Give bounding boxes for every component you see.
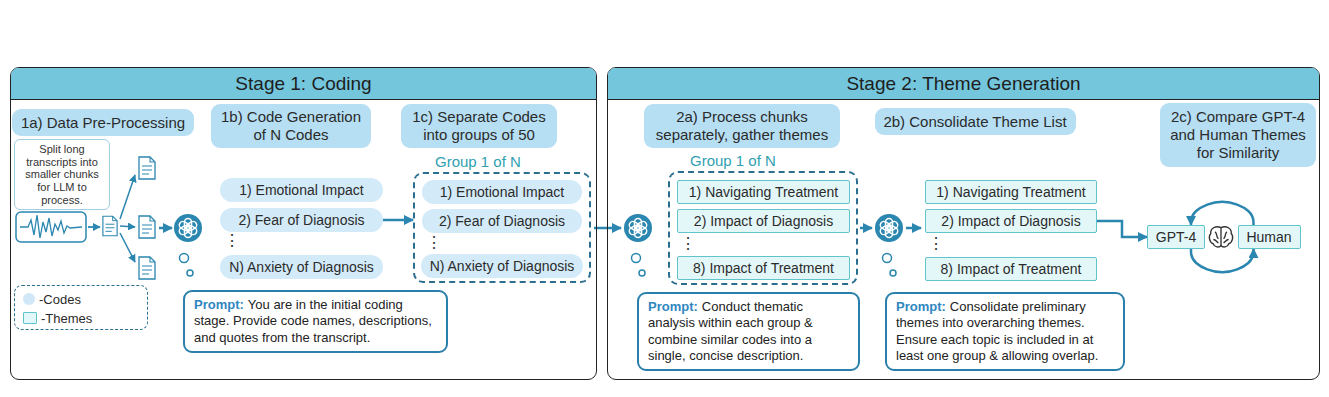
flow-arrow [1191,202,1254,225]
flow-arrow [88,226,100,228]
prompt-label: Prompt: [194,297,244,312]
code-pill: N) Anxiety of Diagnosis [421,254,583,278]
stage-panel: Stage 2: Theme Generation 2a) Process chu… [607,67,1320,380]
box-text: 1) Emotional Impact [440,184,565,200]
ellipsis-mark: ⋮ [224,233,240,249]
flow-arrow [383,219,413,222]
legend-swatch [23,293,35,305]
chunk-icon [139,257,155,279]
theme-box: 2) Impact of Diagnosis [677,209,850,233]
legend-text: -Codes [39,292,81,307]
step-label: 2c) Compare GPT-4 and Human Themes for S… [1160,103,1316,167]
thought-bubble [639,270,645,276]
split-arrow [120,226,135,227]
box-text: 1) Emotional Impact [239,182,364,198]
step-label: 1b) Code Generation of N Codes [211,104,371,148]
chunk-icon [139,216,155,238]
code-pill: 1) Emotional Impact [422,180,582,204]
transcript-icon [103,216,117,236]
stage-title: Stage 1: Coding [11,68,596,100]
box-text: 2c) Compare GPT-4 and Human Themes for S… [1168,108,1308,162]
box-text: N) Anxiety of Diagnosis [229,259,374,275]
theme-box: 1) Navigating Treatment [677,180,850,204]
theme-box: 2) Impact of Diagnosis [925,209,1097,233]
prompt-label: Prompt: [648,299,698,314]
theme-box: 8) Impact of Treatment [677,256,850,280]
stage-title: Stage 2: Theme Generation [608,68,1319,100]
box-text: 1) Navigating Treatment [689,184,838,200]
theme-box: 8) Impact of Treatment [925,257,1097,281]
prompt-box: Prompt:Consolidate preliminary themes in… [885,292,1125,371]
thought-bubble [632,254,641,263]
box-text: GPT-4 [1156,229,1196,245]
thought-bubble [187,270,193,276]
box-text: 8) Impact of Treatment [941,261,1082,277]
thought-bubble [180,254,189,263]
llm-logo [174,214,202,242]
thought-bubble [883,254,892,263]
audio-frame [16,212,86,242]
flow-arrow [860,227,872,230]
ellipsis-mark: ⋮ [928,236,944,252]
stage-panel: Stage 1: Coding 1a) Data Pre-Processing 1b… [10,67,597,380]
prompt-box: Prompt:Conduct thematic analysis within … [637,292,860,371]
box-text: 1b) Code Generation of N Codes [219,108,363,144]
box-text: N) Anxiety of Diagnosis [430,258,575,274]
legend-row: -Codes [23,291,81,307]
group-box: Group 1 of N1) Navigating Treatment2) Im… [668,171,858,285]
step-label: 1a) Data Pre-Processing [12,109,194,136]
box-text: 2) Fear of Diagnosis [439,213,565,229]
ellipsis-mark: ⋮ [426,235,442,251]
group-box: Group 1 of N1) Emotional Impact2) Fear o… [413,172,591,283]
legend-swatch [23,312,37,324]
legend-row: -Themes [23,310,92,326]
legend-box: -Codes -Themes [14,285,148,330]
brain-lobe [1221,227,1233,247]
brain-folds [1213,232,1228,243]
ellipsis-mark: ⋮ [680,236,696,252]
box-text: 2) Impact of Diagnosis [694,213,833,229]
prompt-box: Prompt:You are in the initial coding sta… [183,290,448,353]
theme-box: GPT-4 [1147,225,1205,249]
legend-text: -Themes [41,311,92,326]
brain-lobe [1209,227,1221,247]
step-label: 1c) Separate Codes into groups of 50 [401,104,557,148]
box-text: 2) Fear of Diagnosis [238,212,364,228]
box-text: 1a) Data Pre-Processing [21,114,185,132]
step-label: 2a) Process chunks separately, gather th… [644,104,840,148]
theme-box: Human [1238,225,1301,249]
code-pill: 1) Emotional Impact [220,178,383,202]
box-text: 8) Impact of Treatment [693,260,834,276]
prompt-label: Prompt: [896,299,946,314]
code-pill: 2) Fear of Diagnosis [422,209,582,233]
llm-logo [624,214,652,242]
box-text: 2b) Consolidate Theme List [883,113,1066,131]
flow-arrow [1191,249,1254,272]
audio-waveform [20,215,82,238]
flow-arrow [159,227,172,230]
note-box: Split long transcripts into smaller chun… [14,139,110,210]
split-arrow [120,175,135,219]
step-label: 2b) Consolidate Theme List [875,108,1076,135]
box-text: 2) Impact of Diagnosis [941,213,1080,229]
code-pill: N) Anxiety of Diagnosis [220,255,383,279]
flow-arrow [1097,221,1147,237]
brain-icon [1209,227,1232,247]
group-title: Group 1 of N [690,153,776,169]
code-pill: 2) Fear of Diagnosis [220,208,383,232]
box-text: Split long transcripts into smaller chun… [19,143,105,206]
group-title: Group 1 of N [435,154,521,170]
theme-box: 1) Navigating Treatment [925,180,1097,204]
flow-arrow [906,227,921,230]
box-text: 1c) Separate Codes into groups of 50 [409,108,549,144]
thought-bubble [890,270,896,276]
box-text: 1) Navigating Treatment [936,184,1085,200]
chunk-icon [139,157,155,179]
split-arrow [120,233,135,262]
box-text: 2a) Process chunks separately, gather th… [652,108,832,144]
box-text: Human [1246,229,1291,245]
llm-logo [875,214,903,242]
